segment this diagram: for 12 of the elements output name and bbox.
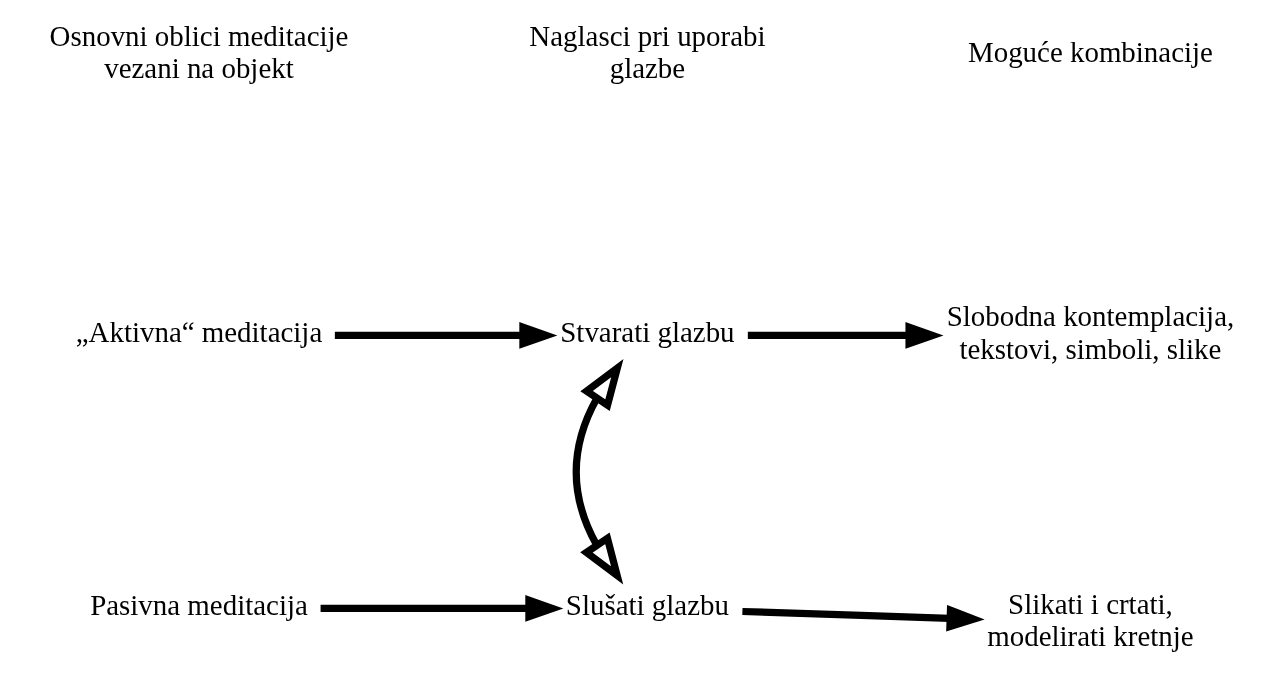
node-text: Pasivna meditacija (90, 589, 308, 622)
node-text: Slikati i crtati, modelirati kretnje (987, 587, 1194, 653)
label: Osnovni oblici meditacije vezani na objekt (49, 19, 349, 85)
arrow (572, 359, 624, 585)
arrow (334, 322, 558, 349)
node-text: „Aktivna“ meditacija (75, 316, 323, 349)
label: Naglasci pri uporabi glazbe (529, 19, 766, 85)
label: Moguće kombinacije (967, 35, 1213, 68)
node-text: Slušati glazbu (565, 589, 729, 622)
node-text: Slobodna kontemplacija, tekstovi, simboli, slike (946, 299, 1235, 365)
arrow (747, 322, 944, 349)
node-text: Stvarati glazbu (560, 316, 735, 349)
